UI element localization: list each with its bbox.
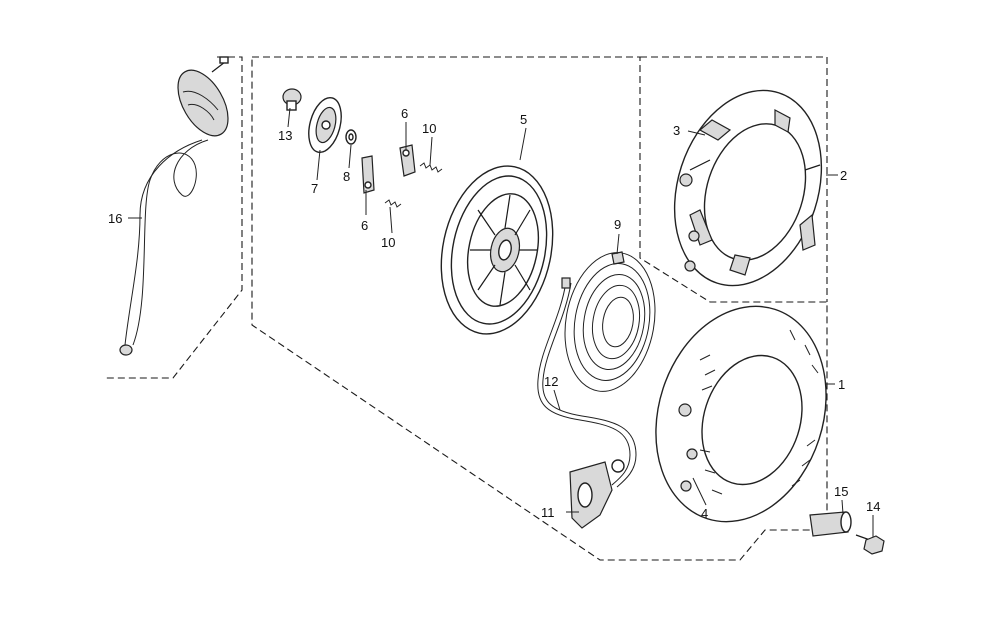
leader-lines xyxy=(128,107,874,537)
washer-part-8 xyxy=(345,129,357,145)
callout-1: 1 xyxy=(838,377,845,392)
recoil-spring-part-9 xyxy=(564,251,656,392)
starter-case-part-1 xyxy=(655,305,827,523)
starter-grip-part-16 xyxy=(119,56,229,356)
rope-guide-part-11 xyxy=(569,459,625,529)
callout-14: 14 xyxy=(866,499,880,514)
bolt-part-13 xyxy=(282,88,302,111)
pawl-part-6-lower xyxy=(361,155,375,194)
callout-7: 7 xyxy=(311,181,318,196)
spring-part-10-upper xyxy=(419,162,443,173)
callout-8: 8 xyxy=(343,169,350,184)
callout-13: 13 xyxy=(278,128,292,143)
drive-plate-part-7 xyxy=(308,96,342,154)
callout-4: 4 xyxy=(701,506,708,521)
callout-12: 12 xyxy=(544,374,558,389)
pawl-part-6-upper xyxy=(399,144,416,177)
callout-10-lower: 10 xyxy=(381,235,395,250)
callout-2: 2 xyxy=(840,168,847,183)
callout-16: 16 xyxy=(108,211,122,226)
frame-upper-cover-group xyxy=(640,56,828,302)
callout-9: 9 xyxy=(614,217,621,232)
frame-left-cable-group xyxy=(103,56,243,379)
starter-case-part-2 xyxy=(673,89,823,287)
spring-part-10-lower xyxy=(384,199,402,208)
callout-6-lower: 6 xyxy=(361,218,368,233)
flange-bolt-part-14 xyxy=(855,534,885,555)
callout-15: 15 xyxy=(834,484,848,499)
callout-5: 5 xyxy=(520,112,527,127)
reel-part-5 xyxy=(440,165,554,335)
callout-11: 11 xyxy=(541,505,555,520)
collar-part-15 xyxy=(809,511,852,537)
callout-10-upper: 10 xyxy=(422,121,436,136)
callout-6-upper: 6 xyxy=(401,106,408,121)
starter-rope-part-12 xyxy=(537,277,637,488)
callout-3: 3 xyxy=(673,123,680,138)
